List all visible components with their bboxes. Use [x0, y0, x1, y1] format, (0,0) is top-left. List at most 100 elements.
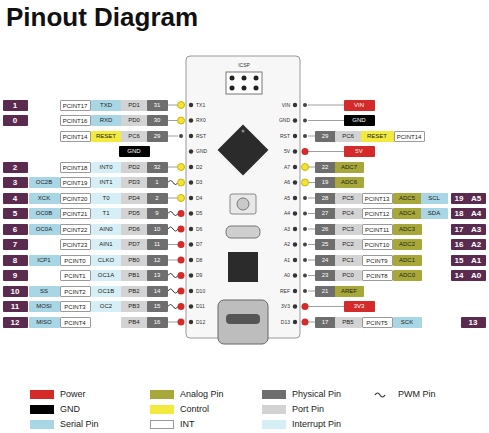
pin-hole	[293, 211, 297, 215]
pin-label: PD2	[121, 162, 148, 173]
leader-line	[308, 291, 315, 292]
legend-swatch	[262, 420, 286, 429]
legend-swatch	[262, 390, 286, 399]
pin-number: 15	[451, 255, 468, 266]
pin-number: 10	[3, 286, 28, 297]
pin-label: ADC6	[335, 177, 364, 188]
reset-button	[237, 198, 249, 210]
leader-line	[308, 213, 315, 214]
diagram-title: Pinout Diagram	[6, 2, 198, 33]
pin-label: PC3	[335, 224, 362, 235]
pin-dot	[303, 274, 307, 278]
pin-number: 0	[3, 115, 28, 126]
leader-line	[308, 244, 315, 245]
pin-label: AIN1	[91, 239, 122, 250]
legend-swatch	[30, 390, 54, 399]
pin-number: 1	[3, 100, 28, 111]
pin-label: 31	[147, 100, 168, 111]
pin-label: 10	[147, 224, 168, 235]
pin-label: PCINT21	[60, 208, 91, 219]
pin-dot	[178, 117, 185, 124]
silkscreen-label: D9	[196, 272, 219, 279]
legend-swatch	[30, 420, 54, 429]
pin-label: PC0	[335, 270, 362, 281]
pin-number: A2	[467, 239, 486, 250]
pin-label: SDA	[421, 208, 448, 219]
pin-hole	[189, 149, 193, 153]
pin-number: A1	[467, 255, 486, 266]
pin-dot	[178, 164, 185, 171]
pin-label: RESET	[91, 131, 122, 142]
silkscreen-label: A7	[267, 164, 290, 171]
pin-label: 29	[147, 131, 168, 142]
pin-label: MISO	[29, 317, 60, 328]
pin-label: 16	[147, 317, 168, 328]
pin-number: 4	[3, 193, 28, 204]
pin-label: OC0A	[29, 224, 60, 235]
pin-label: ICP1	[29, 255, 60, 266]
pin-label: ADC0	[393, 270, 422, 281]
legend-item: PWM Pin	[372, 388, 436, 400]
pin-dot	[303, 212, 307, 216]
mcu-chip	[218, 125, 269, 176]
pin-label: 14	[147, 286, 168, 297]
pin-number: 13	[461, 317, 486, 328]
pin-hole	[189, 227, 193, 231]
reset-button	[230, 194, 256, 214]
pin-number: 14	[451, 270, 468, 281]
silkscreen-label: GND	[196, 148, 219, 155]
pin-label: ADC7	[335, 162, 364, 173]
silkscreen-label: A1	[267, 257, 290, 264]
pin-label: PCINT5	[362, 317, 393, 328]
pin-number: A5	[467, 193, 486, 204]
silkscreen-label: A5	[267, 195, 290, 202]
silkscreen-label: 3V3	[267, 303, 290, 310]
pin-dot	[178, 241, 185, 248]
pin-label: 29	[315, 131, 336, 142]
legend-text: Serial Pin	[60, 419, 99, 429]
pin-label: ADC4	[393, 208, 422, 219]
pin-label: PB1	[121, 270, 148, 281]
pin-number: 6	[3, 224, 28, 235]
pin-label: AIN0	[91, 224, 122, 235]
legend-text: Analog Pin	[180, 389, 224, 399]
pin-label: SCK	[393, 317, 422, 328]
silkscreen-label: D2	[196, 164, 219, 171]
leader-line	[167, 322, 178, 323]
legend-item: Analog Pin	[150, 388, 224, 400]
pin-hole	[189, 242, 193, 246]
legend-text: Interrupt Pin	[292, 419, 341, 429]
silkscreen-label: D6	[196, 226, 219, 233]
pin-label: PB2	[121, 286, 148, 297]
pin-number: A4	[467, 208, 486, 219]
pin-label: 5V	[344, 146, 375, 157]
pin-label: PC5	[335, 193, 362, 204]
pin-label: AREF	[335, 286, 364, 297]
pin-label: PC6	[335, 131, 362, 142]
pin-dot	[303, 227, 307, 231]
legend-item: Interrupt Pin	[262, 418, 341, 430]
pin-label: PCINT13	[362, 193, 393, 204]
silkscreen-label: A6	[267, 179, 290, 186]
pin-label: PC1	[335, 255, 362, 266]
silkscreen-label: VIN	[267, 102, 290, 109]
pin-dot	[302, 164, 309, 171]
pin-dot	[178, 288, 185, 295]
pin-label: PCINT3	[60, 301, 91, 312]
pin-label: T1	[91, 208, 122, 219]
legend-swatch	[30, 405, 54, 414]
leader-line	[308, 275, 315, 276]
silkscreen-label: D8	[196, 257, 219, 264]
leader-line	[308, 182, 315, 183]
pin-label: 11	[147, 239, 168, 250]
pin-number: 16	[451, 239, 468, 250]
pin-label: PCINT17	[60, 100, 91, 111]
pin-hole	[293, 273, 297, 277]
pin-dot	[303, 289, 307, 293]
silkscreen-label: D3	[196, 179, 219, 186]
pin-number: 19	[451, 193, 468, 204]
pin-label: 19	[315, 177, 336, 188]
pin-label: 30	[147, 115, 168, 126]
pin-label: ADC2	[393, 239, 422, 250]
pin-label: PB3	[121, 301, 148, 312]
